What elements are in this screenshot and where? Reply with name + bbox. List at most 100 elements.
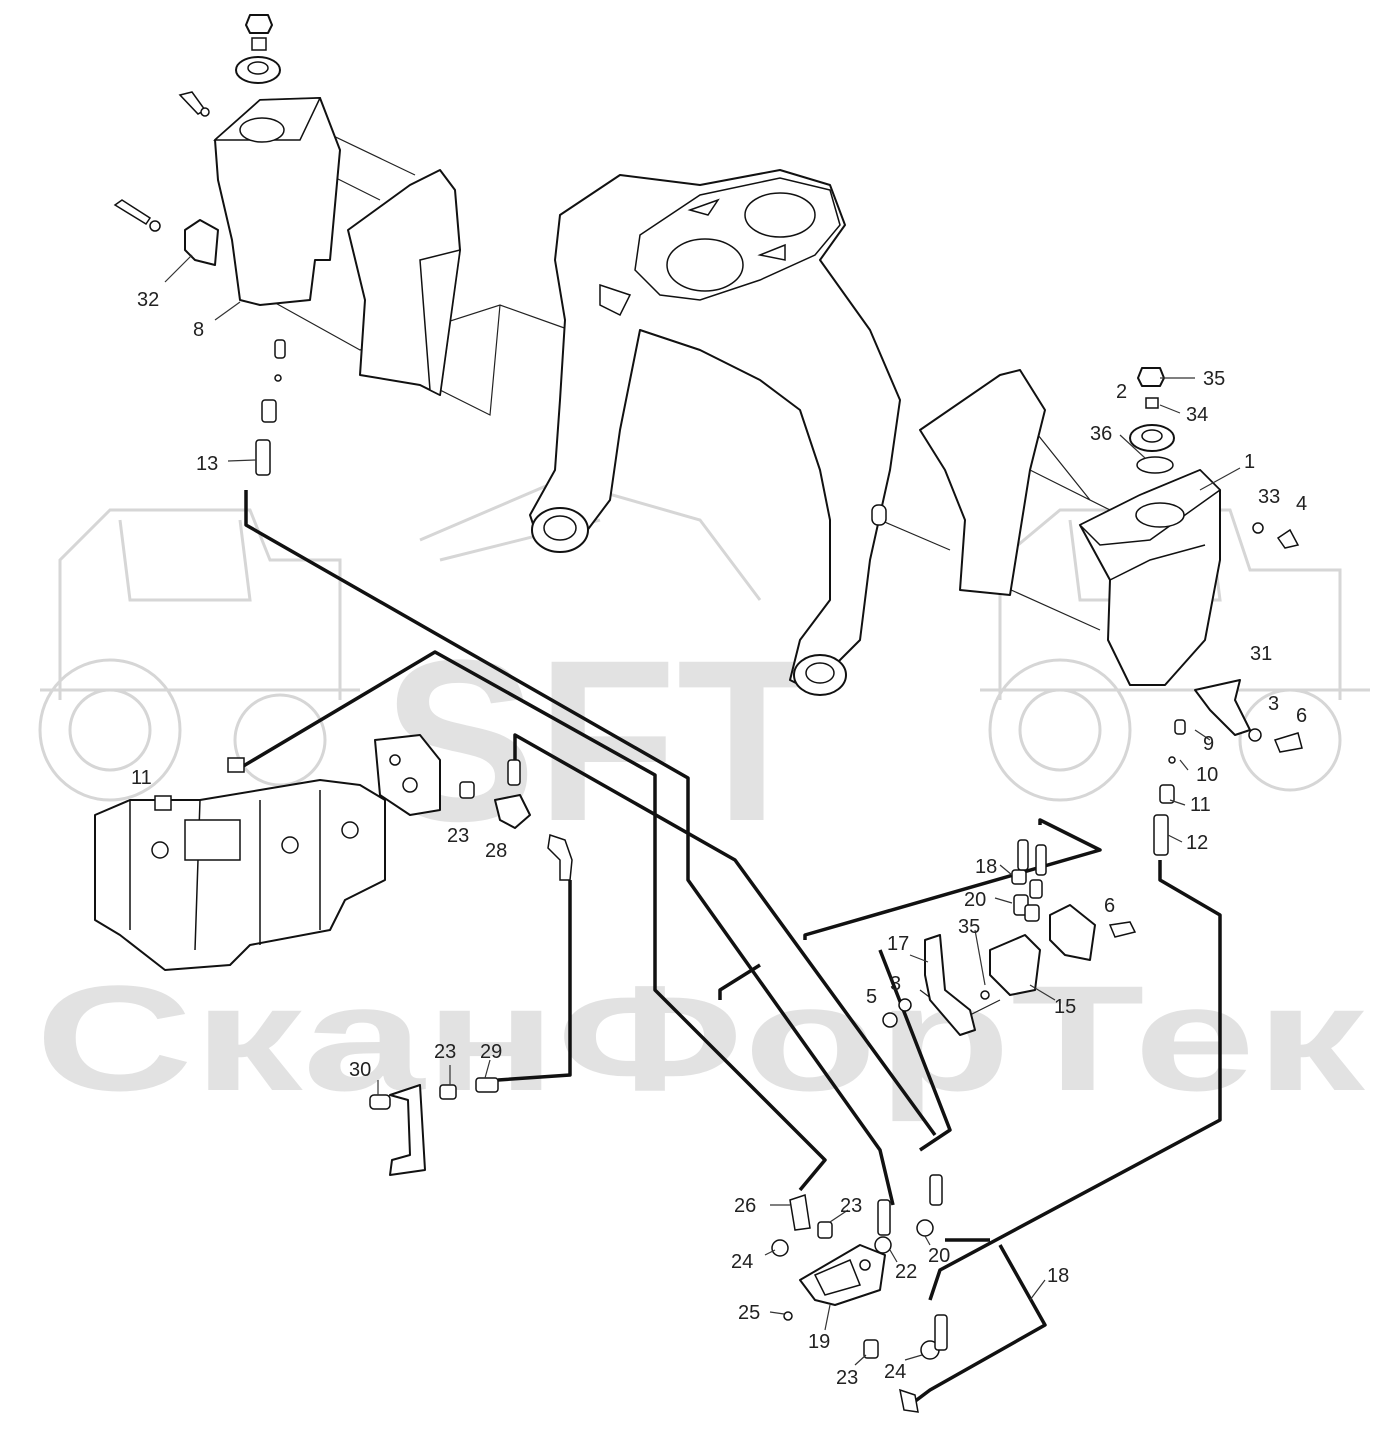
- callout-28: 28: [485, 840, 507, 862]
- callout-3: 3: [1268, 693, 1279, 715]
- fitting-18-b: [1029, 879, 1043, 899]
- callout-24-bottom: 24: [884, 1361, 906, 1383]
- right-washer-3: [1248, 728, 1262, 742]
- tee-hose-end: [507, 759, 521, 786]
- callout-20: 20: [964, 889, 986, 911]
- hose-end-13: [255, 439, 271, 476]
- callout-19: 19: [808, 1331, 830, 1353]
- fitting-23-bottom: [863, 1339, 879, 1359]
- right-washer-33: [1252, 522, 1264, 534]
- fitting-29: [475, 1077, 499, 1093]
- assoc-line-left-guard-2: [419, 304, 501, 416]
- leader-lines: [164, 254, 1241, 1366]
- plug-30: [369, 1094, 391, 1110]
- control-valve-sections: [129, 790, 321, 951]
- assoc-line-right-guard: [879, 519, 1101, 631]
- left-tank-washer: [200, 107, 210, 117]
- callout-31: 31: [1250, 643, 1272, 665]
- bracket-bolt: [113, 199, 152, 226]
- right-cap-bolt-icon: [1137, 367, 1165, 387]
- callout-17: 17: [887, 933, 909, 955]
- control-valve-block: [94, 779, 386, 971]
- callout-18-lower: 18: [1047, 1265, 1069, 1287]
- control-valve-housing: [184, 819, 241, 861]
- fitting-22: [874, 1236, 892, 1254]
- callout-22: 22: [895, 1261, 917, 1283]
- manifold-port: [859, 1259, 871, 1271]
- control-valve-port-1: [151, 841, 169, 859]
- pipe-manifold-lower-left: [718, 963, 761, 1000]
- hose-end-upper-b: [1035, 844, 1047, 876]
- bracket-17: [924, 934, 976, 1036]
- right-fitting-11: [1159, 784, 1175, 804]
- callout-29: 29: [480, 1041, 502, 1063]
- right-fitting-9: [1174, 719, 1186, 735]
- fitting-24-left: [771, 1239, 789, 1257]
- hose-end-manifold-far: [929, 1174, 943, 1206]
- boom-pivot-left-bore: [543, 515, 577, 541]
- lower-left-bracket: [369, 1077, 499, 1176]
- callout-8: 8: [193, 319, 204, 341]
- pipe-upper-loop: [239, 650, 827, 1192]
- hydraulic-lines: [239, 490, 1222, 1407]
- callout-6-lower: 6: [1104, 895, 1115, 917]
- boom-bore-left: [666, 238, 744, 292]
- right-valve-block-assembly: [882, 839, 1137, 1036]
- callout-4: 4: [1296, 493, 1307, 515]
- fitting-left-upper: [227, 757, 245, 773]
- left-cap-bolt-icon: [245, 14, 273, 34]
- pipe-valve-to-manifold: [513, 733, 937, 1137]
- fitting-18-a: [1011, 869, 1027, 885]
- boom-pivot-right-bore: [805, 662, 835, 684]
- hose-end-lower-right: [934, 1314, 948, 1351]
- bracket-washer: [149, 220, 161, 232]
- pipe-left-tank-to-manifold: [244, 490, 895, 1206]
- valve-plate-hole-1: [389, 754, 401, 766]
- callout-35-lower: 35: [958, 916, 980, 938]
- tee-fitting-28: [494, 794, 531, 829]
- boom-mount-plate: [599, 283, 632, 317]
- callout-32: 32: [137, 289, 159, 311]
- left-o-ring: [274, 374, 282, 382]
- right-tank-filler: [1135, 502, 1185, 528]
- boom-boss: [871, 504, 887, 526]
- callouts: 32 8 13 35 2 34 36 1 33 4 31 3 6 9 10 11…: [131, 289, 1307, 1389]
- screw-25: [783, 1311, 793, 1321]
- elbow-fitting: [547, 834, 573, 881]
- control-valve-port-3: [341, 821, 359, 839]
- valve-plate: [374, 734, 441, 816]
- pipe-hose-18-lower: [908, 1244, 1047, 1407]
- watermark-tractor-left-art: [38, 508, 360, 802]
- right-filler-cap-center: [1141, 429, 1163, 443]
- callout-30: 30: [349, 1059, 371, 1081]
- callout-5: 5: [866, 986, 877, 1008]
- callout-36: 36: [1090, 423, 1112, 445]
- left-tank-assembly: [113, 14, 461, 476]
- callout-23-manifold: 23: [840, 1195, 862, 1217]
- right-bolt-6: [1273, 732, 1303, 753]
- callout-12: 12: [1186, 832, 1208, 854]
- callout-9: 9: [1203, 733, 1214, 755]
- boom-bore-right: [744, 192, 816, 238]
- fitting-23-lower: [439, 1084, 457, 1100]
- bolt-6-lower: [1108, 921, 1137, 938]
- pipe-hose-29: [497, 880, 572, 1082]
- control-valve-port-2: [281, 836, 299, 854]
- callout-20-lower: 20: [928, 1245, 950, 1267]
- boom-vent-holes: [687, 198, 786, 261]
- callout-33: 33: [1258, 486, 1280, 508]
- hose-fitting-26: [789, 1194, 811, 1231]
- callout-11-left: 11: [131, 767, 152, 789]
- callout-15: 15: [1054, 996, 1076, 1018]
- callout-13: 13: [196, 453, 218, 475]
- left-guard-flange: [419, 249, 461, 397]
- pipe-right-tank-to-block: [928, 860, 1222, 1301]
- left-tank-filler: [239, 117, 285, 143]
- callout-24: 24: [731, 1251, 753, 1273]
- watermark-brand: SFT: [383, 612, 817, 869]
- clip-bracket-32: [184, 219, 219, 266]
- mount-plate: [1049, 904, 1096, 961]
- fitting-23-upper: [459, 781, 475, 799]
- hose-end-12: [1153, 814, 1169, 856]
